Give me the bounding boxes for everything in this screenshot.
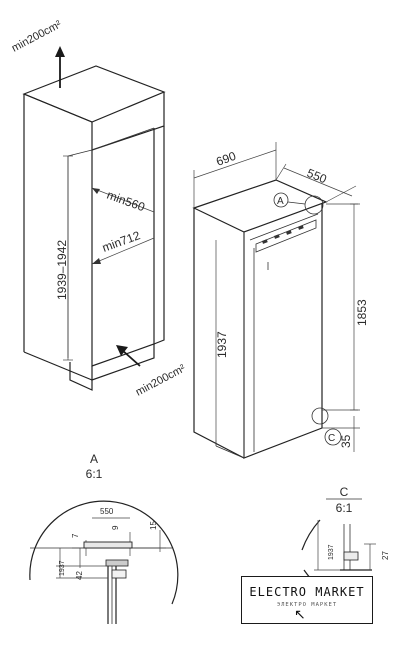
detail-c-dim-1937: 1937 bbox=[328, 544, 335, 560]
appliance-depth-dim bbox=[275, 163, 357, 203]
bottom-gap-label: 35 bbox=[339, 434, 353, 448]
cursor-icon: ↖ bbox=[294, 606, 306, 622]
niche-depth-dim bbox=[91, 187, 155, 213]
detail-c-dim-27: 27 bbox=[381, 551, 390, 560]
appliance-door-height-label: 1937 bbox=[215, 331, 229, 358]
detail-c-title: C bbox=[340, 485, 349, 499]
detail-a-dim-1937: 1937 bbox=[59, 560, 66, 576]
appliance-depth-label: 550 bbox=[305, 166, 329, 187]
niche-height-dim bbox=[63, 155, 73, 361]
appliance-width-label: 690 bbox=[214, 149, 238, 169]
detail-a-dim-42: 42 bbox=[75, 571, 84, 580]
detail-c-scale: 6:1 bbox=[336, 501, 353, 515]
appliance-total-height-dim bbox=[322, 203, 360, 411]
niche-height-label: 1939–1942 bbox=[55, 240, 69, 300]
detail-a-scale: 6:1 bbox=[86, 467, 103, 481]
bottom-gap-dim bbox=[322, 416, 360, 452]
appliance-door-height-dim bbox=[215, 232, 245, 458]
logo-main-text: ELECTRO MARKET bbox=[249, 585, 365, 599]
detail-a-dim-15: 15 bbox=[149, 521, 158, 530]
logo-sub-text: ЭЛЕКТРО МАРКЕТ bbox=[276, 602, 338, 608]
detail-c-view bbox=[301, 519, 376, 581]
niche-width-label: min712 bbox=[100, 228, 142, 255]
electro-market-logo: ELECTRO MARKET ЭЛЕКТРО МАРКЕТ ↖ bbox=[241, 576, 373, 624]
niche-cabinet bbox=[22, 65, 166, 391]
detail-a-dim-9: 9 bbox=[111, 525, 120, 530]
appliance-total-height-label: 1853 bbox=[355, 299, 369, 326]
detail-c-marker: C bbox=[328, 433, 335, 444]
detail-a-marker: A bbox=[277, 196, 284, 207]
vent-bottom-label: min200cm² bbox=[134, 362, 188, 398]
detail-c-circle bbox=[311, 407, 329, 425]
detail-a-view bbox=[29, 500, 179, 624]
detail-a-dim-7: 7 bbox=[71, 533, 80, 538]
detail-c-callout bbox=[324, 428, 342, 446]
detail-a-callout bbox=[273, 192, 289, 208]
appliance-width-dim bbox=[193, 142, 277, 208]
vent-arrows bbox=[55, 46, 141, 367]
niche-depth-label: min560 bbox=[105, 188, 147, 215]
detail-a-circle bbox=[304, 195, 324, 215]
detail-a-title: A bbox=[90, 452, 98, 466]
vent-top-label: min200cm² bbox=[10, 18, 64, 54]
detail-a-dim-550: 550 bbox=[100, 507, 114, 516]
appliance-body bbox=[192, 179, 328, 459]
niche-width-dim bbox=[91, 237, 155, 265]
